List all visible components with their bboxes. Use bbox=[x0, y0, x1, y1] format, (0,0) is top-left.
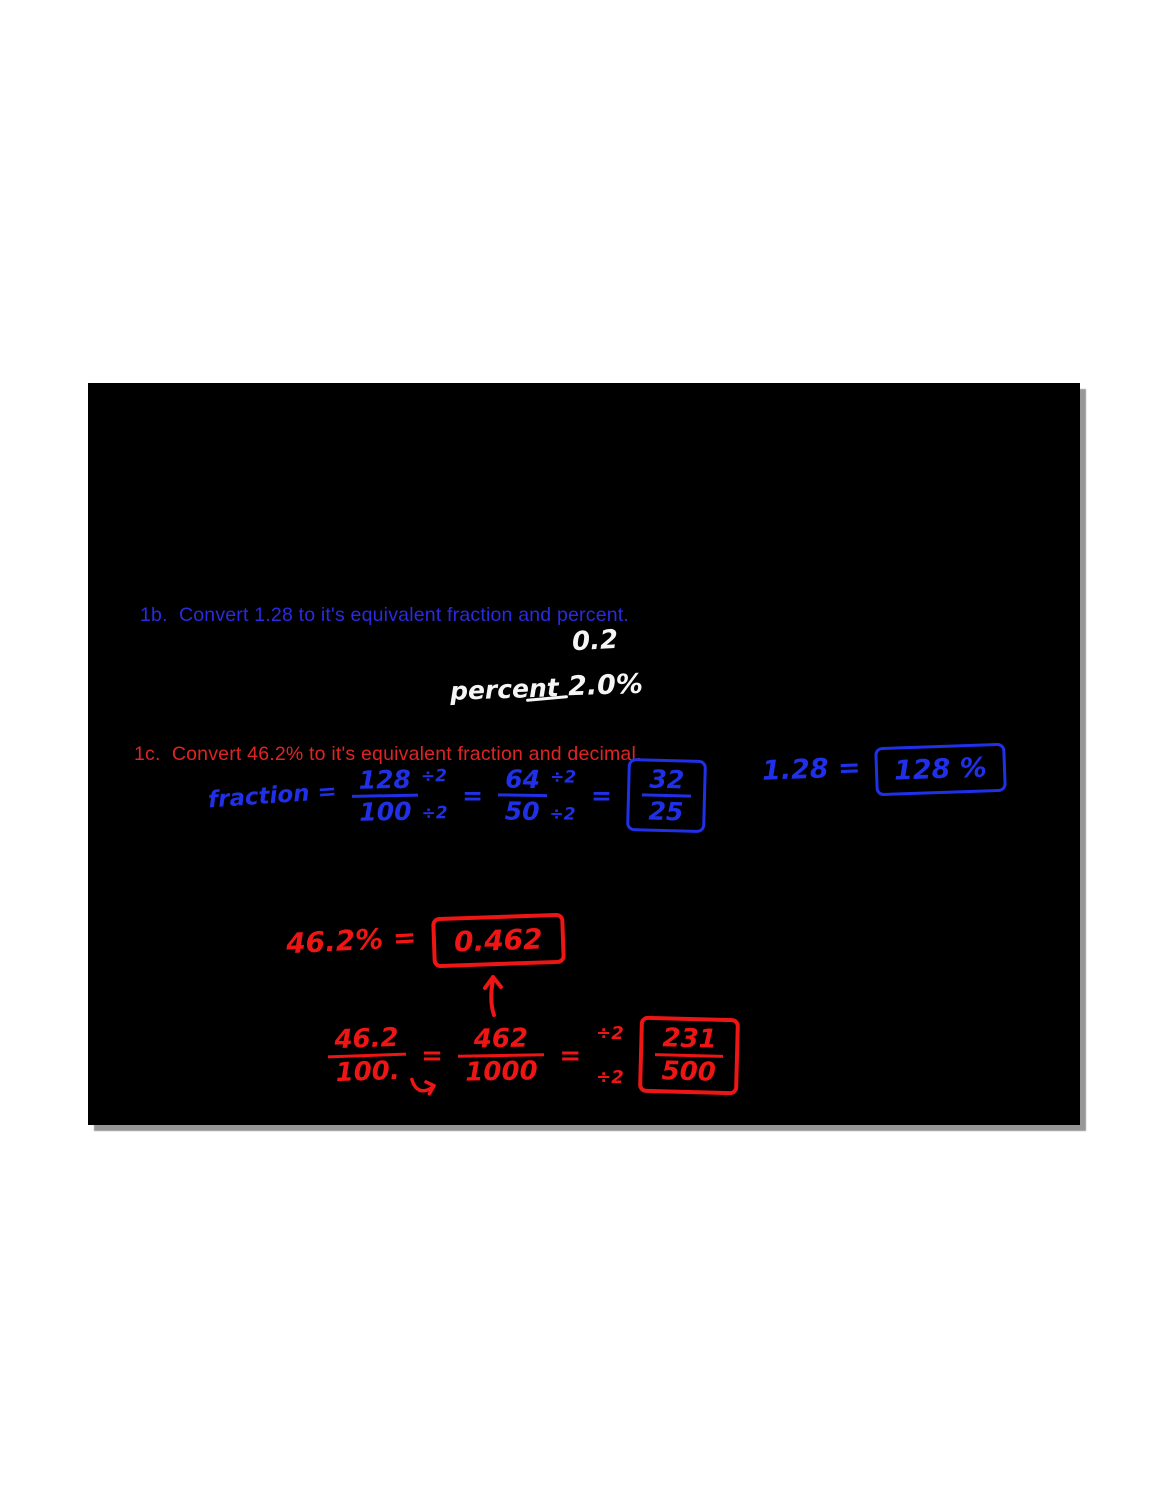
fraction-numerator: 128 bbox=[358, 764, 412, 795]
fraction-label: fraction = bbox=[207, 778, 338, 813]
up-arrow-icon bbox=[483, 975, 503, 1017]
decimal-answer: 0.462 bbox=[453, 922, 544, 959]
decimal-equation-lhs: 46.2% = bbox=[285, 920, 418, 961]
fraction-denominator: 100 bbox=[351, 793, 419, 827]
work-step-1: 128 100 ÷2 ÷2 bbox=[351, 764, 448, 827]
answer-box-decimal: 0.462 bbox=[431, 912, 566, 969]
fraction-231-500: 231 500 bbox=[653, 1023, 724, 1089]
divide-op: ÷2 bbox=[420, 766, 447, 787]
fraction-32-25: 32 25 bbox=[641, 764, 691, 827]
red-fraction-work: 46.2 100. = 462 1000 = ÷2 ÷2 231 500 bbox=[327, 1015, 741, 1096]
whiteboard-canvas[interactable]: 1b. Convert 1.28 to it's equivalent frac… bbox=[88, 383, 1080, 1125]
problem-1b-prompt: 1b. Convert 1.28 to it's equivalent frac… bbox=[140, 604, 630, 626]
equals-sign: = bbox=[421, 1040, 443, 1071]
curve-arrow-icon bbox=[410, 1077, 437, 1096]
fraction-462-1000: 462 1000 bbox=[457, 1023, 545, 1088]
fraction-numerator: 462 bbox=[473, 1023, 529, 1055]
fraction-46-2-100: 46.2 100. bbox=[327, 1022, 408, 1089]
divide-by-2-ops: ÷2 ÷2 bbox=[420, 764, 448, 825]
red-decimal-work: 46.2% = 0.462 bbox=[285, 912, 566, 969]
fraction-denominator: 50 bbox=[497, 793, 547, 827]
divide-op: ÷2 bbox=[596, 1023, 624, 1044]
divide-op: ÷2 bbox=[596, 1067, 624, 1089]
blue-fraction-work: fraction = 128 100 ÷2 ÷2 = 64 50 ÷2 ÷2 = bbox=[207, 757, 707, 834]
divide-op: ÷2 bbox=[421, 803, 448, 824]
divide-by-2-ops: ÷2 ÷2 bbox=[549, 765, 576, 826]
white-note-percent-value: 2.0% bbox=[567, 668, 644, 703]
fraction-denominator: 25 bbox=[641, 793, 691, 827]
answer-box-fraction-red: 231 500 bbox=[637, 1015, 741, 1096]
work-step-2: 64 50 ÷2 ÷2 bbox=[497, 764, 577, 827]
problem-1c-prompt: 1c. Convert 46.2% to it's equivalent fra… bbox=[134, 743, 642, 765]
white-note-percent-label: percent bbox=[449, 673, 560, 706]
equals-sign: = bbox=[559, 1040, 582, 1071]
fraction-denominator: 1000 bbox=[457, 1053, 545, 1088]
divide-by-2-ops: ÷2 ÷2 bbox=[596, 1017, 624, 1094]
fraction-numerator: 32 bbox=[648, 764, 685, 795]
divide-op: ÷2 bbox=[550, 767, 577, 788]
fraction-denominator: 500 bbox=[653, 1053, 724, 1089]
work-step-1: 46.2 100. bbox=[327, 1022, 437, 1096]
blue-percent-work: 1.28 = 128 % bbox=[761, 742, 1007, 797]
equals-sign: = bbox=[462, 781, 484, 810]
answer-box-fraction-blue: 32 25 bbox=[625, 757, 707, 834]
fraction-denominator: 100. bbox=[327, 1052, 408, 1089]
percent-equation-lhs: 1.28 = bbox=[761, 752, 862, 787]
fraction-numerator: 231 bbox=[661, 1023, 717, 1055]
fraction-128-100: 128 100 bbox=[351, 764, 419, 827]
fraction-numerator: 46.2 bbox=[333, 1022, 400, 1056]
answer-box-percent: 128 % bbox=[873, 742, 1007, 797]
fraction-numerator: 64 bbox=[505, 764, 541, 795]
percent-answer: 128 % bbox=[893, 752, 987, 787]
divide-op: ÷2 bbox=[549, 804, 576, 825]
fraction-64-50: 64 50 bbox=[497, 764, 548, 827]
white-note-decimal: 0.2 bbox=[571, 624, 619, 658]
equals-sign: = bbox=[590, 781, 612, 810]
